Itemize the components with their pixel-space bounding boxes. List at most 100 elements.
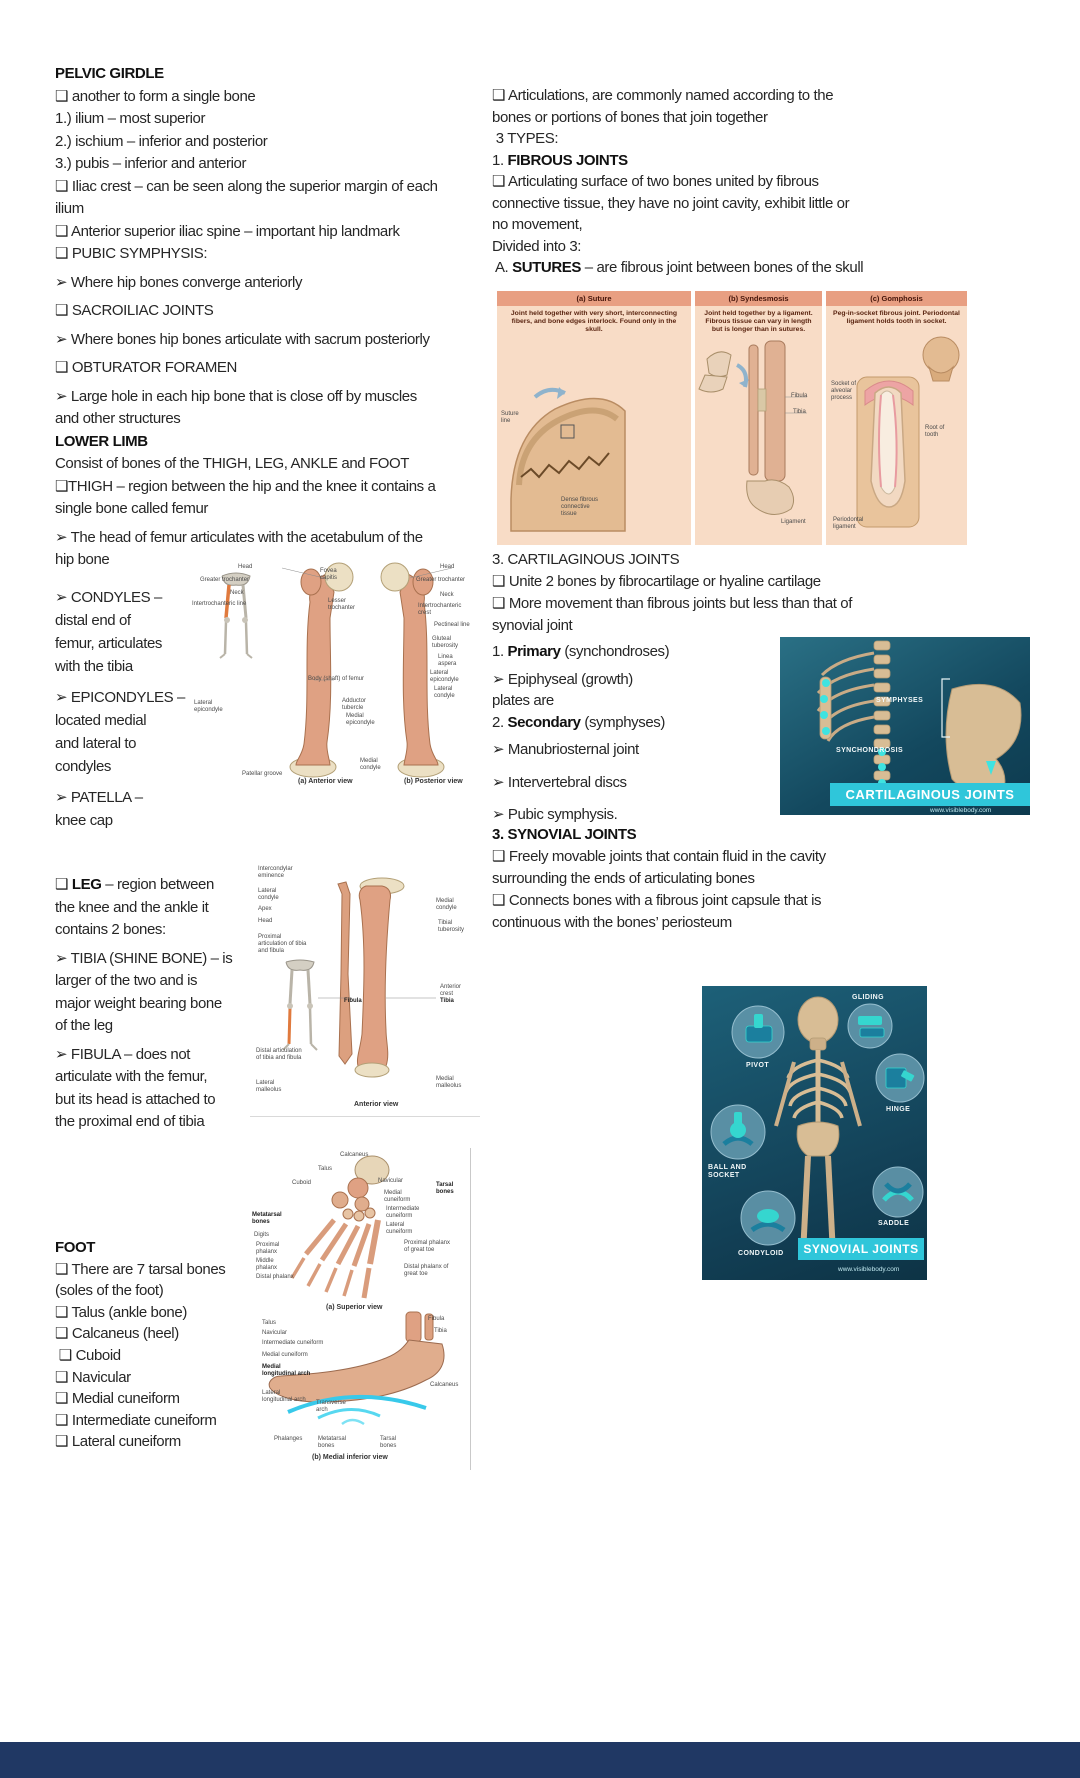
diagram-label: Calcaneus — [340, 1152, 369, 1158]
text-line: single bone called femur — [55, 500, 208, 517]
text-line: hip bone — [55, 551, 110, 568]
diagram-label: Patellar groove — [242, 771, 283, 777]
ball-and-socket-label: BALL AND SOCKET — [708, 1164, 747, 1179]
diagram-label: Periodontal ligament — [833, 517, 864, 530]
diagram-label: Apex — [258, 906, 272, 912]
text-line: 2. Secondary (symphyses) — [492, 713, 665, 731]
text-line: 2.) ischium – inferior and posterior — [55, 132, 268, 150]
diagram-label: Gluteal tuberosity — [432, 636, 459, 649]
femur-diagram: Head Greater trochanter Neck Intertrocha… — [192, 560, 470, 790]
diagram-label: Intermediate cuneiform — [262, 1340, 324, 1346]
diagram-label: Tarsal bones — [380, 1436, 397, 1449]
text-line: the knee and the ankle it — [55, 898, 209, 916]
text-line: Divided into 3: — [492, 237, 582, 255]
gliding-label: GLIDING — [852, 994, 884, 1001]
text-line: bones or portions of bones that join tog… — [492, 108, 768, 126]
foot-superior-illustration — [290, 1155, 390, 1299]
diagram-label: Anterior crest — [440, 984, 462, 997]
text-line: ❑ OBTURATOR FORAMEN — [55, 359, 237, 376]
diagram-label: Root of tooth — [925, 425, 945, 438]
synchondrosis-label: SYNCHONDROSIS — [836, 747, 904, 754]
text-line: ❑ There are 7 tarsal bones — [55, 1260, 226, 1278]
diagram-label: Head — [238, 564, 253, 570]
text-line: articulate with the femur, — [55, 1068, 208, 1085]
text-line: located medial — [55, 712, 147, 729]
text-line: 1.) ilium – most superior — [55, 110, 206, 127]
text-line: ❑ Lateral cuneiform — [55, 1433, 181, 1451]
section-articulations: ❑ Articulations, are commonly named acco… — [492, 85, 864, 279]
panel-divider — [822, 291, 826, 545]
text-line: condyles — [55, 758, 112, 775]
text-line: continuous with the bones’ periosteum — [492, 914, 732, 931]
panel-divider — [691, 291, 695, 545]
diagram-label: Transverse arch — [316, 1400, 346, 1413]
text-line: ❑ Navicular — [55, 1368, 131, 1386]
section-condyles: ➢ CONDYLES – distal end of femur, articu… — [55, 578, 185, 832]
diagram-label: Distal phalanx — [256, 1274, 294, 1280]
diagram-label: Fibula — [344, 998, 362, 1004]
watermark: www.visiblebody.com — [838, 1266, 900, 1273]
text-line: ❑ More movement than fibrous joints but … — [492, 595, 853, 612]
text-line: ❑ Iliac crest – can be seen along the su… — [55, 177, 438, 195]
femur-bones-illustration — [281, 562, 453, 778]
text-line: synovial joint — [492, 617, 573, 634]
text-line: (soles of the foot) — [55, 1282, 164, 1300]
text-line: the proximal end of tibia — [55, 1113, 205, 1130]
diagram-label: Intertrochanteric crest — [418, 603, 462, 616]
text-line: ❑ Anterior superior iliac spine – import… — [55, 222, 400, 240]
diagram-label: Fibula — [791, 393, 808, 399]
text-line: ➢ Large hole in each hip bone that is cl… — [55, 387, 417, 405]
panel-desc: Joint held together with very short, int… — [510, 310, 678, 333]
diagram-label: Calcaneus — [430, 1382, 459, 1388]
diagram-label: Tibial tuberosity — [438, 920, 465, 933]
diagram-label: Adductor tubercle — [342, 698, 367, 711]
text-line: connective tissue, they have no joint ca… — [492, 194, 850, 212]
foot-medial-illustration — [268, 1311, 445, 1426]
diagram-label: Lateral malleolus — [256, 1080, 282, 1093]
panel-desc: Peg-in-socket fibrous joint. Periodontal… — [833, 310, 960, 325]
text-line: FOOT — [55, 1239, 96, 1256]
text-line: ➢ The head of femur articulates with the… — [55, 528, 423, 546]
text-line: and other structures — [55, 410, 181, 427]
text-line: ❑ another to form a single bone — [55, 87, 256, 105]
text-line: larger of the two and is — [55, 972, 198, 989]
section-foot: FOOT ❑ There are 7 tarsal bones (soles o… — [55, 1237, 226, 1453]
cartilaginous-joints-figure: SYMPHYSES SYNCHONDROSIS CARTILAGINOUS JO… — [780, 637, 1030, 815]
diagram-label: Pectineal line — [434, 622, 470, 628]
diagram-label: Lateral condyle — [434, 686, 455, 699]
diagram-label: Lesser trochanter — [328, 598, 356, 611]
text-line: ❑ LEG – region between — [55, 876, 214, 893]
diagram-label: Ligament — [781, 519, 806, 525]
section-cartilaginous: 3. CARTILAGINOUS JOINTS ❑ Unite 2 bones … — [492, 549, 852, 637]
diagram-label: Fibula — [428, 1316, 445, 1322]
text-line: ❑ Talus (ankle bone) — [55, 1303, 187, 1321]
section-leg: ❑ LEG – region between the knee and the … — [55, 874, 233, 1134]
saddle-label: SADDLE — [878, 1220, 910, 1227]
text-line: ➢ Pubic symphysis. — [492, 806, 618, 823]
page-footer-bar — [0, 1742, 1080, 1778]
diagram-label: Medial epicondyle — [346, 713, 375, 726]
diagram-caption: (b) Medial inferior view — [312, 1454, 388, 1461]
text-line: PELVIC GIRDLE — [55, 65, 164, 82]
section-cartilaginous-types: 1. Primary (synchondroses) ➢ Epiphyseal … — [492, 641, 670, 826]
text-line: ❑ Freely movable joints that contain flu… — [492, 848, 826, 865]
text-line: 3. CARTILAGINOUS JOINTS — [492, 551, 680, 568]
text-line: ❑ PUBIC SYMPHYSIS: — [55, 245, 208, 262]
diagram-label: Head — [440, 564, 455, 570]
panel-desc: Joint held together by a ligament. Fibro… — [704, 310, 813, 333]
synovial-banner: SYNOVIAL JOINTS — [798, 1238, 924, 1260]
panel-title-gomphosis: (c) Gomphosis — [826, 291, 967, 306]
text-line: no movement, — [492, 216, 583, 233]
text-line: ➢ Where hip bones converge anteriorly — [55, 273, 303, 291]
diagram-label: Medial malleolus — [436, 1076, 462, 1089]
text-line: ➢ PATELLA – — [55, 789, 143, 806]
diagram-label: Socket of alveolar process — [831, 381, 857, 401]
fibrous-joints-figure: (a) Suture (b) Syndesmosis (c) Gomphosis… — [497, 291, 967, 545]
text-line: ❑ Articulations, are commonly named acco… — [492, 87, 834, 104]
diagram-label: Middle phalanx — [256, 1258, 278, 1271]
synovial-joints-figure: GLIDING PIVOT HINGE BALL AND SOCKET COND… — [702, 986, 927, 1280]
pivot-label: PIVOT — [746, 1062, 770, 1069]
text-line: ❑ Articulating surface of two bones unit… — [492, 173, 819, 190]
diagram-label: Medial cuneiform — [262, 1352, 308, 1358]
